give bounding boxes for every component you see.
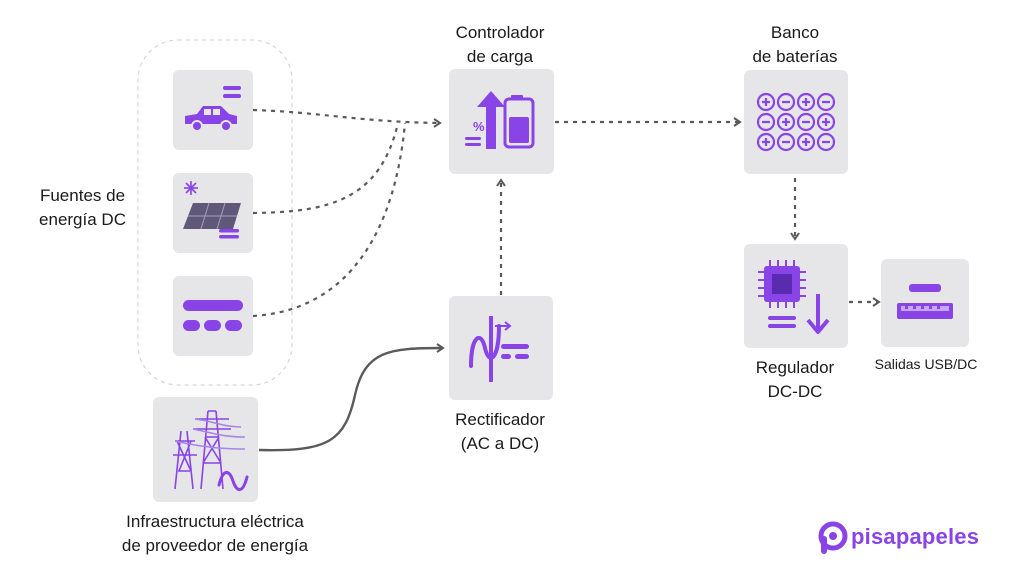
battery-cell-icon: [816, 92, 836, 112]
outputs-box: [881, 259, 969, 347]
generic-source-icon: [183, 300, 243, 331]
connector-car-to-controller: [252, 108, 442, 128]
battery-cell-icon: [756, 92, 776, 112]
battery-cell-icon: [756, 112, 776, 132]
power-tower-icon: [173, 410, 249, 491]
brand-name: pisapapeles: [851, 524, 980, 549]
connector-grid-to-rectifier: [258, 343, 445, 452]
grid-box: [153, 397, 258, 502]
outputs-label: Salidas USB/DC: [874, 356, 978, 372]
battery-cell-icon: [816, 112, 836, 132]
connector-solar-to-controller: [252, 122, 400, 215]
svg-text:%: %: [473, 119, 485, 134]
car-source-box: [173, 70, 253, 150]
charge-controller-box: %: [449, 69, 554, 174]
battery-bank-box: [744, 70, 848, 174]
battery-cell-icon: [776, 132, 796, 152]
solar-panel-icon: [183, 181, 241, 239]
battery-cell-icon: [796, 132, 816, 152]
usb-port-icon: [897, 284, 953, 319]
battery-cell-icon: [776, 112, 796, 132]
battery-bank-label: Banco de baterías: [752, 23, 838, 66]
dc-regulator-label: Regulador DC-DC: [755, 358, 835, 401]
connector-source-to-controller: [252, 122, 407, 318]
charge-controller-label: Controlador de carga: [455, 23, 545, 66]
dc-regulator-box: [744, 244, 848, 348]
battery-cell-icon: [756, 132, 776, 152]
battery-cell-icon: [776, 92, 796, 112]
rectifier-icon: [469, 316, 529, 382]
sources-group-label: Fuentes de energía DC: [39, 186, 126, 229]
battery-bank-icon: [756, 92, 836, 152]
battery-cell-icon: [796, 92, 816, 112]
regulator-chip-icon: [758, 260, 830, 334]
car-icon: [185, 86, 241, 132]
solar-source-box: [173, 173, 253, 253]
battery-cell-icon: [816, 132, 836, 152]
brand-logo: pisapapeles: [815, 520, 995, 556]
generic-source-box: [173, 276, 253, 356]
rectifier-box: [449, 296, 553, 400]
grid-label: Infraestructura eléctrica de proveedor d…: [121, 512, 309, 555]
brand-logo-icon: [818, 521, 848, 554]
charge-controller-icon: %: [465, 91, 535, 149]
battery-cell-icon: [796, 112, 816, 132]
rectifier-label: Rectificador (AC a DC): [455, 410, 545, 453]
